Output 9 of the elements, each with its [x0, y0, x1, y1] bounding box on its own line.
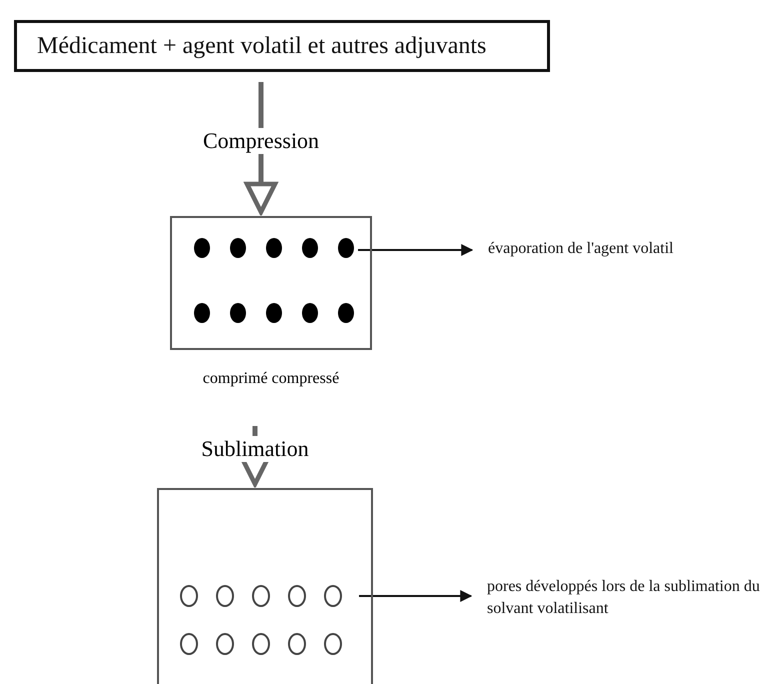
tablet-box: [157, 488, 373, 684]
annotation-text: pores développés lors de la sublimation du solvant volatilisant: [487, 577, 761, 619]
annotation-text: évaporation de l'agent volatil: [488, 239, 674, 259]
tablet-box: [170, 216, 372, 350]
process-box: [14, 20, 550, 72]
caption-text: comprimé compressé: [202, 370, 340, 388]
box-label: Médicament + agent volatil et autres adjuvants: [37, 32, 486, 61]
arrow: [359, 590, 472, 602]
arrow: [358, 244, 474, 256]
